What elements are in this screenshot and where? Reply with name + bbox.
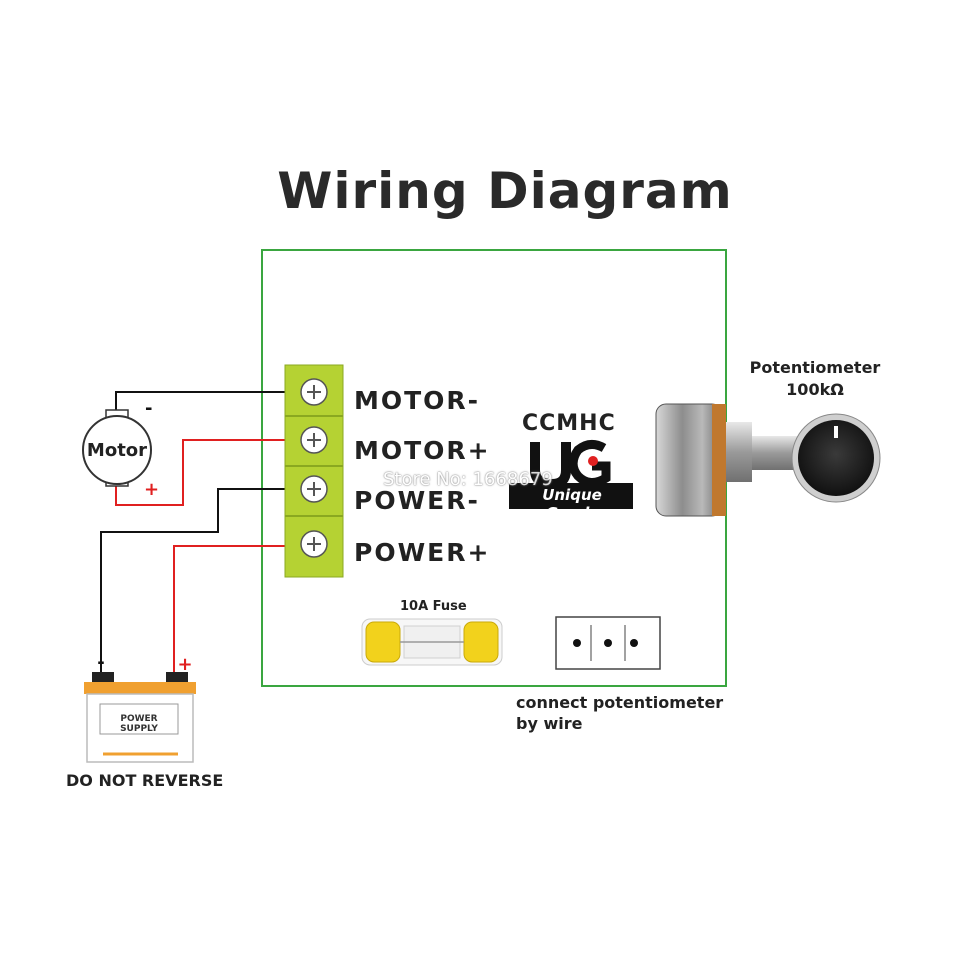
terminal-screw-2 (300, 426, 328, 454)
battery-negative-sign: - (97, 652, 104, 673)
terminal-label-motor-positive: MOTOR+ (354, 436, 491, 465)
terminal-label-power-negative: POWER- (354, 486, 480, 515)
battery-label: POWER SUPPLY (120, 714, 158, 734)
motor-negative-sign: - (145, 398, 152, 419)
connector-caption-line1: connect potentiometer (516, 693, 724, 712)
diagram-title: Wiring Diagram (277, 162, 733, 220)
battery-warning: DO NOT REVERSE (66, 771, 224, 790)
battery-positive-sign: + (177, 654, 192, 675)
potentiometer-connector (555, 616, 661, 670)
connector-caption-line2: by wire (516, 714, 583, 733)
power-negative-wire (100, 488, 288, 672)
terminal-block (284, 364, 344, 578)
potentiometer-image (655, 403, 881, 517)
terminal-screw-3 (300, 475, 328, 503)
motor-label: Motor (86, 440, 148, 461)
terminal-screw-1 (300, 378, 328, 406)
brand-tagline: Unique Goods (542, 486, 602, 522)
battery-image (84, 672, 196, 763)
motor-positive-sign: + (144, 479, 159, 500)
fuse-label: 10A Fuse (400, 599, 467, 614)
store-watermark: Store No: 1668679 (383, 469, 553, 490)
potentiometer-label: Potentiometer (749, 358, 881, 377)
fuse-image (361, 618, 503, 666)
terminal-screw-4 (300, 530, 328, 558)
power-positive-wire (173, 545, 288, 672)
brand-name: CCMHC (522, 411, 616, 436)
brand-logo (509, 440, 633, 509)
terminal-label-motor-negative: MOTOR- (354, 386, 481, 415)
motor-symbol (82, 409, 152, 487)
motor-positive-wire (115, 439, 288, 506)
terminal-label-power-positive: POWER+ (354, 538, 491, 567)
potentiometer-value: 100kΩ (786, 380, 844, 399)
